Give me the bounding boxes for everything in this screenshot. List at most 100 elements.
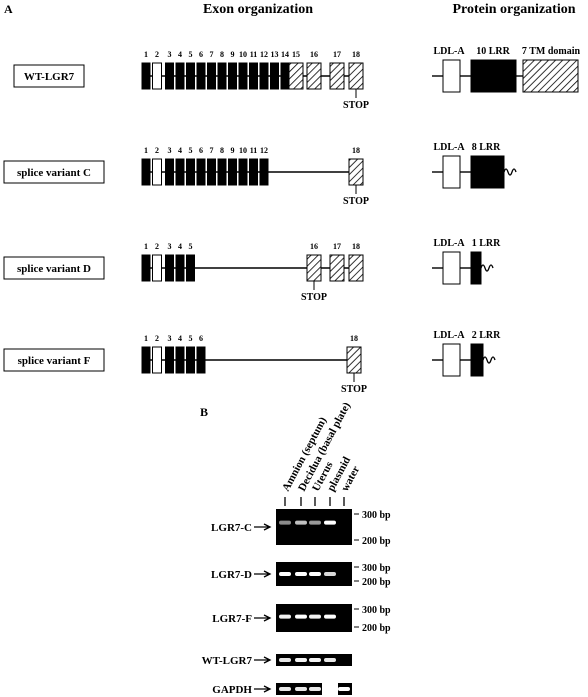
lrr-label: 2 LRR [472, 330, 501, 341]
exon-box [348, 62, 364, 90]
exon-number: 5 [189, 146, 193, 155]
exon-box [175, 254, 185, 282]
exon-number: 3 [168, 50, 172, 59]
gel-band [324, 520, 336, 525]
gel-band [309, 687, 321, 691]
exon-box [207, 62, 216, 90]
exon-number: 18 [352, 50, 360, 59]
exon-number: 16 [310, 242, 318, 251]
gel-arrow [254, 570, 272, 578]
exon-box [141, 346, 151, 374]
exon-box [329, 62, 345, 90]
transmembrane-domain [522, 59, 579, 93]
exon-box [196, 346, 206, 374]
gel-row: GAPDH [212, 683, 352, 696]
size-marker: 200 bp [362, 623, 391, 634]
truncation-wave [503, 168, 517, 176]
transcript-name: splice variant F [18, 355, 91, 367]
exon-box [165, 346, 174, 374]
size-marker: 300 bp [362, 605, 391, 616]
exon-number: 17 [333, 242, 341, 251]
gel-arrow [254, 523, 272, 531]
exon-number: 4 [178, 50, 182, 59]
gel-name: LGR7-F [212, 613, 252, 625]
lrr-domain [470, 251, 482, 285]
gel-band [279, 658, 291, 662]
exon-number: 14 [281, 50, 289, 59]
size-marker: 200 bp [362, 536, 391, 547]
exon-box [270, 62, 279, 90]
exon-box [165, 158, 174, 186]
exon-box [288, 62, 304, 90]
gel-band [295, 572, 307, 576]
exon-number: 9 [231, 50, 235, 59]
exon-box [152, 62, 162, 90]
ldl-a-label: LDL-A [433, 142, 465, 153]
exon-box [152, 254, 162, 282]
gel-band [309, 614, 321, 619]
exon-box [348, 158, 364, 186]
gel-band [279, 572, 291, 576]
size-marker: 300 bp [362, 510, 391, 521]
gel-band [338, 687, 350, 691]
exon-box [280, 62, 290, 90]
gel-arrow [254, 614, 272, 622]
exon-number: 11 [250, 146, 258, 155]
exon-number: 1 [144, 146, 148, 155]
exon-box [346, 346, 362, 374]
gel-band [324, 572, 336, 576]
gel-band [279, 614, 291, 619]
gel-band [295, 614, 307, 619]
exon-number: 8 [220, 50, 224, 59]
exon-number: 17 [333, 50, 341, 59]
gel-name: WT-LGR7 [202, 655, 253, 667]
ldl-a-domain [442, 59, 461, 93]
exon-box [175, 346, 185, 374]
exon-number: 16 [310, 50, 318, 59]
exon-number: 7 [210, 50, 214, 59]
transcript-name-box [13, 64, 85, 88]
exon-box [228, 62, 237, 90]
exon-number: 9 [231, 146, 235, 155]
exon-number: 1 [144, 242, 148, 251]
gel-image [276, 509, 352, 545]
gel-name: GAPDH [212, 684, 252, 696]
stop-label: STOP [343, 196, 369, 207]
exon-number: 10 [239, 146, 247, 155]
exon-box [175, 62, 185, 90]
ldl-a-label: LDL-A [433, 46, 465, 57]
exon-box [348, 254, 364, 282]
exon-box [238, 158, 248, 186]
gel-row: WT-LGR7 [202, 654, 352, 667]
exon-number: 2 [155, 146, 159, 155]
gel-arrow [254, 685, 272, 693]
exon-number: 18 [350, 334, 358, 343]
exon-box [196, 158, 206, 186]
ldl-a-domain [442, 251, 461, 285]
truncation-wave [480, 264, 494, 272]
gel-row: LGR7-F 300 bp 200 bp [212, 604, 391, 634]
exon-box [238, 62, 248, 90]
exon-number: 1 [144, 50, 148, 59]
exon-number: 10 [239, 50, 247, 59]
exon-number: 4 [178, 146, 182, 155]
transcript-name-box [3, 160, 105, 184]
transcript-name: splice variant D [17, 263, 91, 275]
exon-number: 15 [292, 50, 300, 59]
exon-number: 4 [178, 334, 182, 343]
gel-band [324, 614, 336, 619]
exon-box [165, 62, 174, 90]
exon-box [249, 158, 258, 186]
exon-box [186, 158, 195, 186]
exon-box [196, 62, 206, 90]
exon-box [175, 158, 185, 186]
exon-box [306, 62, 322, 90]
exon-number: 3 [168, 334, 172, 343]
transcript-name: splice variant C [17, 167, 91, 179]
exon-number: 6 [199, 50, 203, 59]
exon-box [186, 346, 195, 374]
